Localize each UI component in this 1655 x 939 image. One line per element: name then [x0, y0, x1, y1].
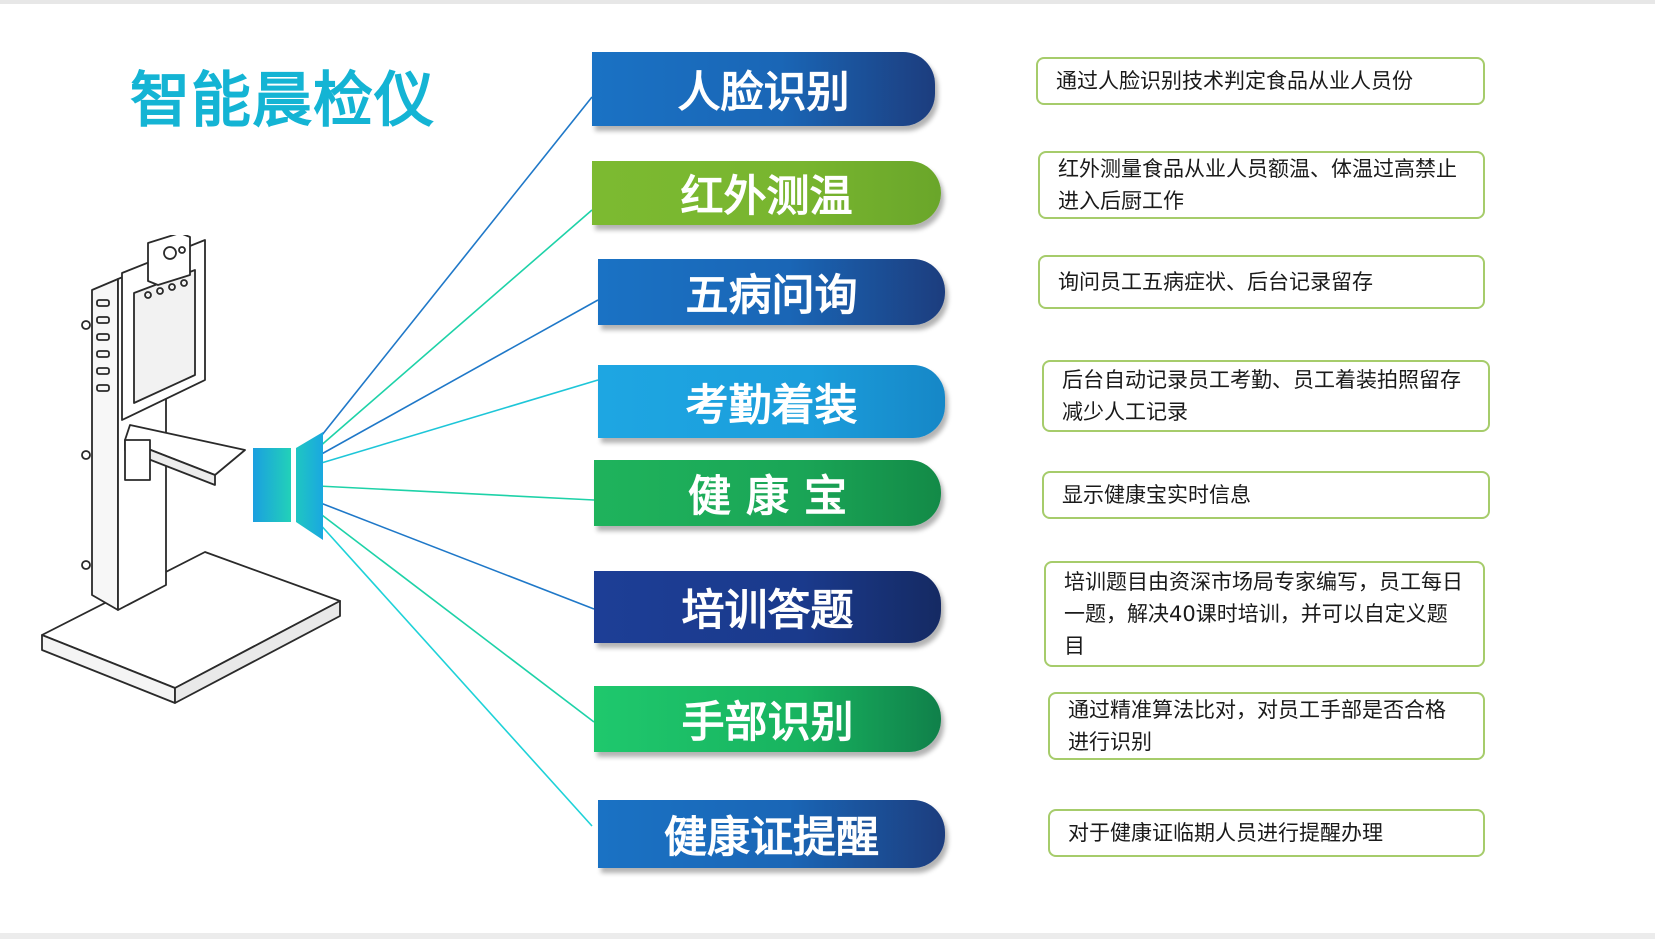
- feature-hand-recognition: 手部识别: [594, 686, 941, 752]
- ray-3: [317, 299, 599, 457]
- description-text: 红外测量食品从业人员额温、体温过高禁止进入后厨工作: [1058, 157, 1457, 213]
- description-text: 通过人脸识别技术判定食品从业人员份: [1056, 69, 1413, 93]
- feature-health-certificate-reminder: 健康证提醒: [598, 800, 945, 868]
- top-border: [0, 0, 1655, 4]
- feature-infrared-temperature: 红外测温: [592, 161, 941, 225]
- ray-1: [317, 96, 593, 441]
- ray-6: [317, 501, 595, 610]
- projector-horn: [296, 432, 323, 540]
- description-box: 询问员工五病症状、后台记录留存: [1038, 255, 1485, 309]
- description-text: 对于健康证临期人员进行提醒办理: [1068, 821, 1383, 845]
- feature-attendance-attire: 考勤着装: [598, 365, 945, 438]
- ray-4: [317, 379, 599, 465]
- description-box: 红外测量食品从业人员额温、体温过高禁止进入后厨工作: [1038, 151, 1485, 219]
- ray-2: [317, 209, 593, 449]
- description-text: 询问员工五病症状、后台记录留存: [1058, 270, 1373, 294]
- description-box: 培训题目由资深市场局专家编写，员工每日一题，解决40课时培训，并可以自定义题目: [1044, 561, 1485, 667]
- feature-face-recognition: 人脸识别: [592, 52, 935, 126]
- description-text: 后台自动记录员工考勤、员工着装拍照留存减少人工记录: [1062, 368, 1461, 424]
- ray-7: [317, 511, 595, 723]
- description-text: 培训题目由资深市场局专家编写，员工每日一题，解决40课时培训，并可以自定义题目: [1064, 570, 1463, 658]
- ray-5: [317, 485, 595, 501]
- description-box: 对于健康证临期人员进行提醒办理: [1048, 809, 1485, 857]
- bottom-border: [0, 933, 1655, 939]
- description-box: 后台自动记录员工考勤、员工着装拍照留存减少人工记录: [1042, 360, 1490, 432]
- description-text: 通过精准算法比对，对员工手部是否合格进行识别: [1068, 698, 1446, 754]
- feature-health-code: 健 康 宝: [594, 460, 941, 526]
- description-box: 通过精准算法比对，对员工手部是否合格进行识别: [1048, 692, 1485, 760]
- projector-block: [253, 448, 291, 522]
- morning-check-device-illustration: [41, 235, 341, 704]
- description-text: 显示健康宝实时信息: [1062, 483, 1251, 507]
- page-title: 智能晨检仪: [130, 66, 435, 136]
- feature-five-disease-inquiry: 五病问询: [598, 259, 945, 325]
- ray-8: [317, 521, 593, 827]
- description-box: 通过人脸识别技术判定食品从业人员份: [1036, 57, 1485, 105]
- description-box: 显示健康宝实时信息: [1042, 471, 1490, 519]
- feature-training-quiz: 培训答题: [594, 571, 941, 643]
